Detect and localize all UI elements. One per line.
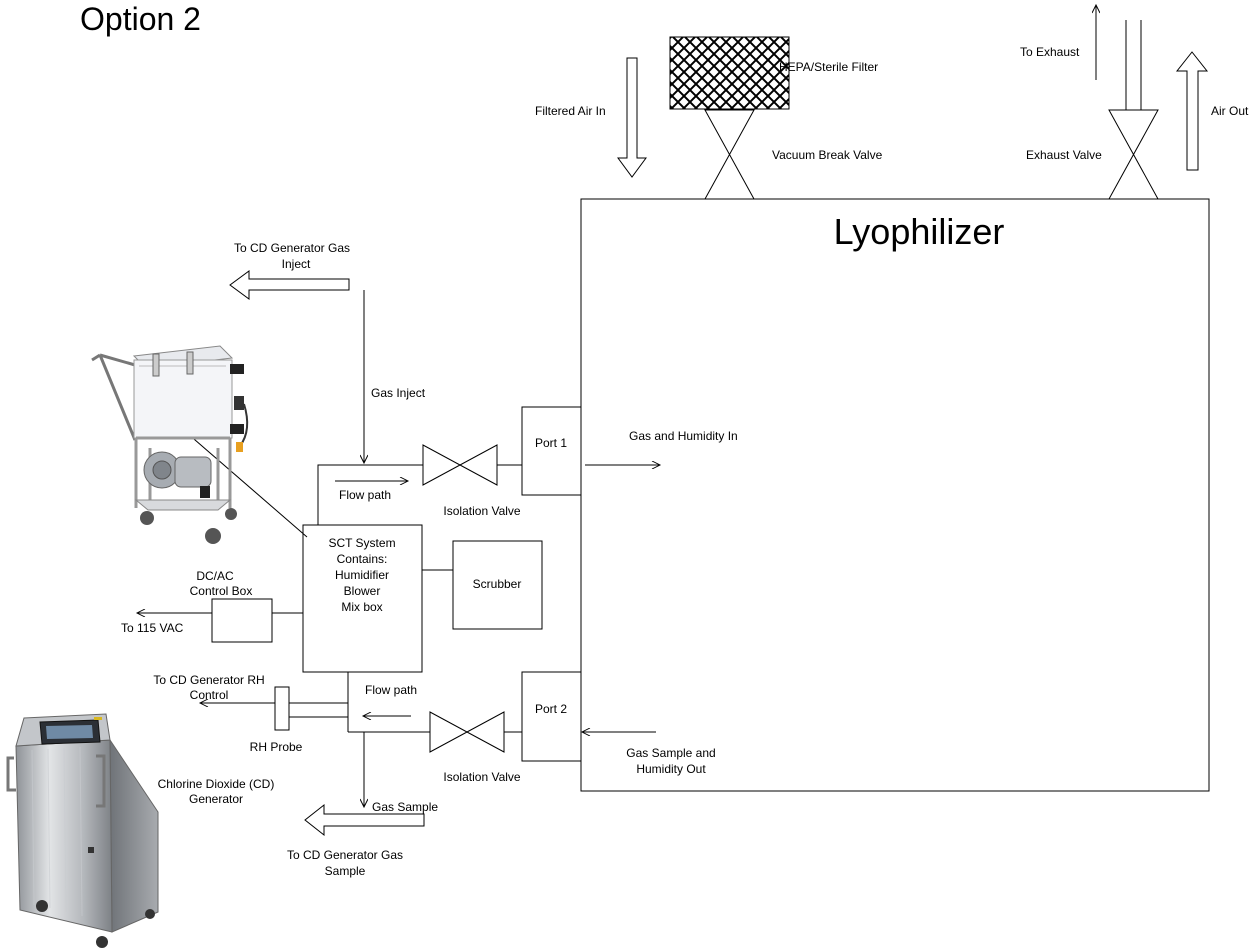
scrubber-label: Scrubber bbox=[473, 577, 522, 591]
rh-probe bbox=[274, 686, 290, 731]
top-flow-line bbox=[317, 464, 423, 527]
sct-line-4: Blower bbox=[344, 584, 381, 598]
top-isolation-valve-icon bbox=[422, 444, 498, 486]
exhaust-valve-icon bbox=[1108, 109, 1159, 200]
air-out-label: Air Out bbox=[1211, 104, 1249, 118]
lyophilizer-label: Lyophilizer bbox=[834, 211, 1005, 252]
dc-ac-control-box bbox=[211, 598, 273, 643]
vacuum-break-valve-label: Vacuum Break Valve bbox=[772, 148, 883, 162]
exhaust-valve-label: Exhaust Valve bbox=[1026, 148, 1102, 162]
to-cd-gas-inject-label-1: To CD Generator Gas bbox=[234, 241, 350, 255]
hepa-filter-label: HEPA/Sterile Filter bbox=[779, 60, 878, 74]
port-1 bbox=[521, 406, 582, 496]
cd-generator-image bbox=[6, 713, 159, 948]
vacuum-break-valve-icon bbox=[704, 109, 755, 200]
sct-line-2: Contains: bbox=[337, 552, 388, 566]
lyophilizer-chamber bbox=[580, 198, 1210, 792]
sct-system-box bbox=[302, 524, 423, 673]
dc-ac-label-1: DC/AC bbox=[196, 569, 234, 583]
page-title: Option 2 bbox=[80, 1, 201, 37]
top-flow-path-label: Flow path bbox=[339, 488, 391, 502]
cd-generator-label-2: Generator bbox=[189, 792, 243, 806]
to-cd-gas-sample-label-2: Sample bbox=[325, 864, 366, 878]
sct-cart-image bbox=[91, 345, 249, 544]
scrubber-box bbox=[452, 540, 543, 630]
gas-inject-label: Gas Inject bbox=[371, 386, 426, 400]
air-out-arrow-icon bbox=[1175, 51, 1209, 171]
bottom-isolation-valve-icon bbox=[429, 711, 505, 753]
to-cd-gas-sample-arrow-icon bbox=[304, 803, 425, 837]
port-2 bbox=[521, 671, 582, 762]
to-cd-rh-label-2: Control bbox=[190, 688, 229, 702]
to-cd-gas-inject-label-2: Inject bbox=[282, 257, 311, 271]
sct-line-1: SCT System bbox=[328, 536, 395, 550]
gas-humidity-in-label: Gas and Humidity In bbox=[629, 429, 738, 443]
to-cd-rh-label-1: To CD Generator RH bbox=[153, 673, 264, 687]
hepa-filter bbox=[669, 36, 790, 110]
port-1-label: Port 1 bbox=[535, 436, 567, 450]
dc-ac-label-2: Control Box bbox=[190, 584, 253, 598]
to-exhaust-label: To Exhaust bbox=[1020, 45, 1080, 59]
to-115vac-label: To 115 VAC bbox=[121, 621, 184, 635]
to-cd-gas-inject-arrow-icon bbox=[229, 270, 350, 300]
bottom-flow-path-label: Flow path bbox=[365, 683, 417, 697]
port-2-label: Port 2 bbox=[535, 702, 567, 716]
filtered-air-in-label: Filtered Air In bbox=[535, 104, 606, 118]
cd-generator-label-1: Chlorine Dioxide (CD) bbox=[158, 777, 275, 791]
gas-sample-out-label-1: Gas Sample and bbox=[626, 746, 715, 760]
rh-probe-label: RH Probe bbox=[250, 740, 303, 754]
gas-sample-label: Gas Sample bbox=[372, 800, 438, 814]
bottom-isolation-valve-label: Isolation Valve bbox=[443, 770, 520, 784]
to-cd-gas-sample-label-1: To CD Generator Gas bbox=[287, 848, 403, 862]
gas-sample-out-label-2: Humidity Out bbox=[636, 762, 706, 776]
top-isolation-valve-label: Isolation Valve bbox=[443, 504, 520, 518]
sct-line-5: Mix box bbox=[341, 600, 382, 614]
sct-line-3: Humidifier bbox=[335, 568, 389, 582]
filtered-air-in-arrow-icon bbox=[617, 57, 647, 178]
